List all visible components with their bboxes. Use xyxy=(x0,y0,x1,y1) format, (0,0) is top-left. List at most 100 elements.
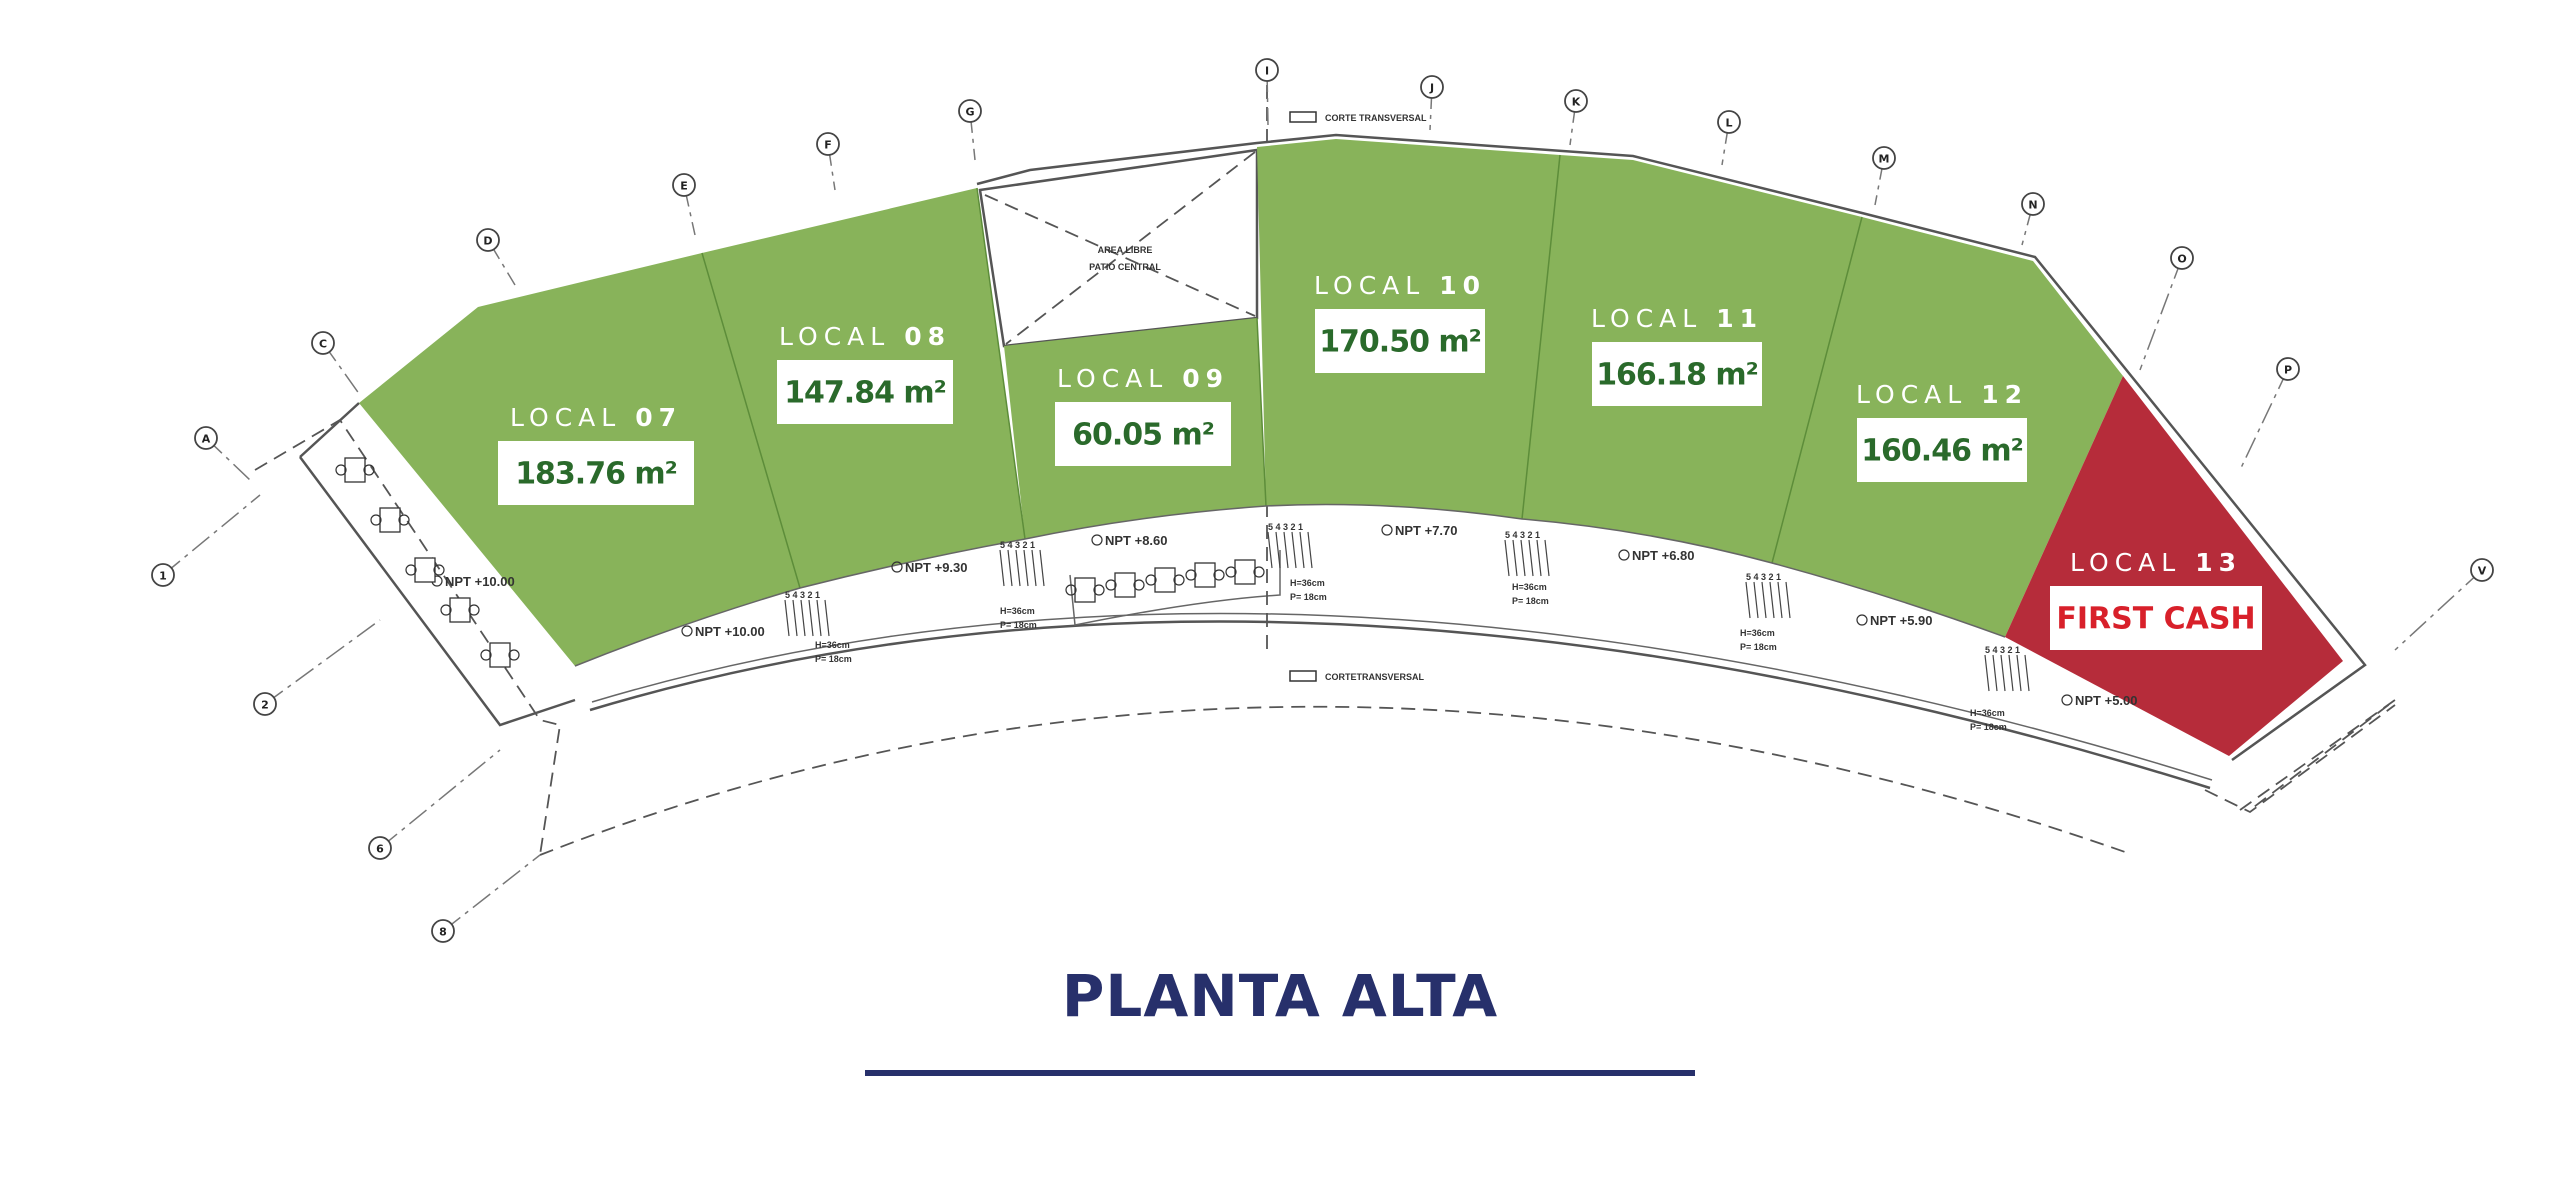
grid-axis-label: N xyxy=(2028,199,2037,212)
stair-step-line xyxy=(808,599,814,637)
stair-step-numbers: 5 4 3 2 1 xyxy=(1268,522,1303,532)
area-box xyxy=(1857,418,2027,482)
level-marker: NPT +5.00 xyxy=(2061,693,2138,708)
local-area: 183.76 m² xyxy=(515,457,677,492)
level-target-icon xyxy=(681,625,693,637)
level-text: NPT +9.30 xyxy=(905,560,968,575)
section-marker-bottom: CORTETRANSVERSAL xyxy=(1289,670,1425,682)
grid-axis-label: G xyxy=(965,106,974,119)
stair-depth: P= 18cm xyxy=(1512,596,1549,606)
grid-leader-line xyxy=(442,854,541,932)
local-prefix: LOCAL xyxy=(2070,548,2181,577)
stair-step-line xyxy=(1275,531,1281,569)
north-facade xyxy=(976,133,2367,762)
area-box xyxy=(2050,586,2262,650)
local-prefix: LOCAL xyxy=(1314,271,1425,300)
level-marker: NPT +8.60 xyxy=(1091,533,1168,548)
stair-step-numbers: 5 4 3 2 1 xyxy=(1505,530,1540,540)
local-prefix: LOCAL xyxy=(1591,304,1702,333)
stair-step-line xyxy=(2024,654,2030,692)
title-underline xyxy=(865,1070,1695,1076)
local-prefix: LOCAL xyxy=(1856,380,1967,409)
stair-step-line xyxy=(1520,539,1526,577)
level-marker: NPT +9.30 xyxy=(891,560,968,575)
local-area: 60.05 m² xyxy=(1072,418,1214,453)
stair-step-line xyxy=(2000,654,2006,692)
local-number: 12 xyxy=(1981,380,2028,409)
grid-axis-L: L xyxy=(1717,110,1741,166)
grid-leader-line xyxy=(264,619,381,705)
grid-bubble xyxy=(958,99,982,123)
local-13-shape xyxy=(2005,376,2343,756)
stair-step-line xyxy=(1769,581,1775,619)
grid-bubble xyxy=(431,919,455,943)
stair-step-numbers: 5 4 3 2 1 xyxy=(1746,572,1781,582)
stair-step-line xyxy=(1984,654,1990,692)
stair-step-line xyxy=(1299,531,1305,569)
area-box xyxy=(1055,402,1231,466)
grid-bubble xyxy=(1255,58,1279,82)
grid-bubble xyxy=(1872,146,1896,170)
table-chairs-icon xyxy=(1065,577,1105,603)
grid-axis-label: 1 xyxy=(159,570,167,583)
stair-step-line xyxy=(824,599,830,637)
table-chairs-icon xyxy=(405,557,445,583)
level-marker: NPT +5.90 xyxy=(1856,613,1933,628)
level-marker: NPT +10.00 xyxy=(681,624,765,639)
stair-step-numbers: 5 4 3 2 1 xyxy=(1985,645,2020,655)
grid-axis-G: G xyxy=(958,99,982,161)
stair-step-line xyxy=(1992,654,1998,692)
table-chairs-icon xyxy=(440,597,480,623)
stair-step-line xyxy=(1544,539,1550,577)
grid-axis-label: O xyxy=(2177,253,2186,266)
table-chairs-icon xyxy=(1225,559,1265,585)
local-prefix: LOCAL xyxy=(510,403,621,432)
table-chairs-icon xyxy=(480,642,520,668)
local-name: LOCAL 12 xyxy=(1856,380,2028,409)
stair-step-line xyxy=(1512,539,1518,577)
stair-step-line xyxy=(792,599,798,637)
grid-axis-D: D xyxy=(476,228,516,286)
area-box xyxy=(777,360,953,424)
level-text: NPT +5.90 xyxy=(1870,613,1933,628)
level-target-icon xyxy=(1856,614,1868,626)
local-number: 08 xyxy=(904,322,951,351)
outer-dashed-boundary xyxy=(539,705,2126,856)
grid-axis-label: L xyxy=(1725,117,1732,130)
grid-axis-M: M xyxy=(1872,146,1896,206)
grid-axis-label: J xyxy=(1429,82,1434,95)
level-target-icon xyxy=(891,561,903,573)
grid-bubble xyxy=(253,692,277,716)
level-target-icon xyxy=(1381,524,1393,536)
grid-axis-8: 8 xyxy=(431,854,541,943)
grid-bubble xyxy=(194,426,218,450)
stair-step-line xyxy=(1504,539,1510,577)
grid-axis-A: A xyxy=(194,426,251,481)
grid-axis-6: 6 xyxy=(368,749,501,860)
grid-bubble xyxy=(672,173,696,197)
grid-leader-line xyxy=(2139,257,2183,371)
stair-height: H=36cm xyxy=(815,640,850,650)
stair-step-line xyxy=(1307,531,1313,569)
local-prefix: LOCAL xyxy=(1057,364,1168,393)
grid-leader-line xyxy=(379,749,501,849)
stair-step-numbers: 5 4 3 2 1 xyxy=(1000,540,1035,550)
grid-axis-1: 1 xyxy=(151,494,261,587)
terrace-wall xyxy=(298,402,576,727)
level-marker: NPT +10.00 xyxy=(431,574,515,589)
stair-depth: P= 18cm xyxy=(815,654,852,664)
local-number: 11 xyxy=(1716,304,1763,333)
area-box xyxy=(1315,309,1485,373)
